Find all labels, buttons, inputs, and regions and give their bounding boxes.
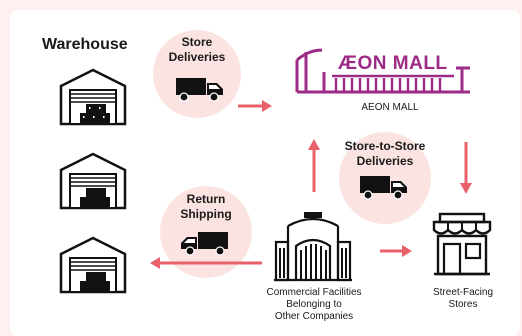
- street-line1: Street-Facing: [432, 287, 494, 298]
- commercial-facilities-label: Commercial Facilities Belonging to Other…: [250, 287, 378, 323]
- warehouse-label: Warehouse: [42, 36, 128, 53]
- store-deliveries-label: Store Deliveries: [153, 35, 241, 65]
- aeon-mall-caption: AEON MALL: [361, 102, 419, 113]
- return-shipping-line1: Return: [186, 192, 226, 206]
- warehouse-icon: [59, 68, 127, 126]
- return-shipping-line2: Shipping: [180, 207, 232, 221]
- store-deliveries-circle: [153, 30, 241, 118]
- street-facing-label: Street-Facing Stores: [418, 287, 508, 311]
- street-line2: Stores: [448, 299, 478, 310]
- delivery-truck-icon: [360, 176, 407, 200]
- commercial-line3: Other Companies: [274, 311, 354, 322]
- commercial-line1: Commercial Facilities: [266, 287, 362, 298]
- store-to-store-line2: Deliveries: [356, 154, 414, 168]
- warehouse-icon: [59, 236, 127, 294]
- warehouse-icon: [59, 152, 127, 210]
- return-shipping-label: Return Shipping: [160, 192, 252, 222]
- aeon-logo-text: ÆON MALL: [338, 53, 448, 74]
- store-to-store-label: Store-to-Store Deliveries: [325, 139, 445, 169]
- storefront-icon: [432, 212, 492, 276]
- commercial-line2: Belonging to: [286, 299, 342, 310]
- delivery-truck-icon: [181, 232, 228, 256]
- store-to-store-line1: Store-to-Store: [344, 139, 426, 153]
- store-deliveries-line2: Deliveries: [168, 50, 226, 64]
- store-deliveries-line1: Store: [181, 35, 213, 49]
- delivery-truck-icon: [176, 78, 223, 102]
- aeon-mall-logo: [295, 42, 470, 94]
- commercial-building-icon: [274, 212, 352, 282]
